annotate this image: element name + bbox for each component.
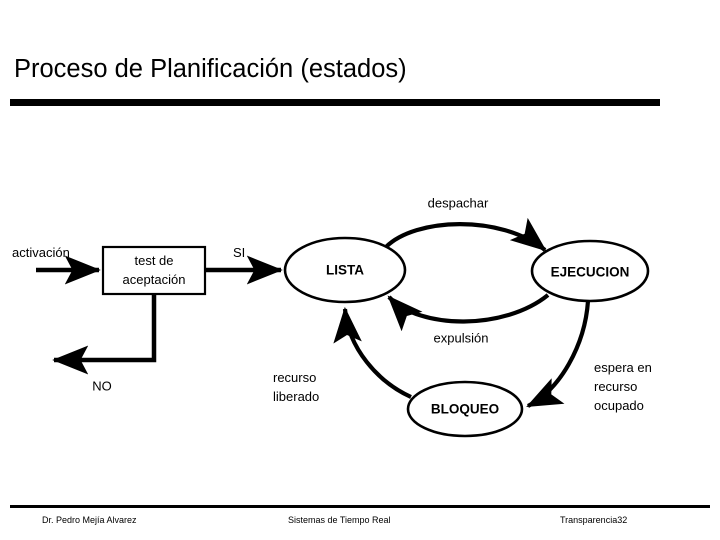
edge-recurso-liberado-label-line2: liberado: [273, 389, 320, 404]
title-divider: [10, 99, 660, 106]
process-box-label-line2: aceptación: [122, 272, 186, 287]
footer-course: Sistemas de Tiempo Real: [288, 515, 391, 525]
edge-recurso-liberado-label-line1: recurso: [273, 370, 317, 385]
process-box-label-line1: test de: [134, 253, 174, 268]
state-lista-label: LISTA: [326, 262, 364, 278]
edge-recurso-liberado-label: recurso liberado: [273, 368, 319, 406]
edge-no-label: NO: [92, 378, 112, 394]
edge-espera-recurso-ocupado-line: [526, 300, 591, 408]
state-ejecucion-label: EJECUCION: [550, 264, 630, 280]
state-bloqueo-label: BLOQUEO: [430, 401, 500, 417]
footer-divider: [10, 505, 710, 508]
edge-despachar-line: [384, 217, 547, 252]
edge-espera-recurso-ocupado-label: espera en recurso ocupado: [594, 358, 652, 415]
state-ejecucion-shape: [530, 239, 650, 303]
edge-espera-label-line2: recurso: [594, 379, 638, 394]
page-title: Proceso de Planificación (estados): [14, 55, 407, 83]
edge-espera-label-line3: ocupado: [594, 398, 644, 413]
state-bloqueo-shape: [406, 380, 524, 438]
footer-page-number: Transparencia32: [560, 515, 628, 525]
process-box-label: test de aceptación: [123, 251, 186, 289]
edge-recurso-liberado-line: [333, 306, 412, 399]
edge-expulsion-line: [387, 293, 550, 332]
state-lista-shape: [283, 236, 407, 304]
footer-author: Dr. Pedro Mejía Alvarez: [42, 515, 137, 525]
edge-despachar-label: despachar: [427, 195, 489, 211]
edge-espera-label-line1: espera en: [594, 360, 652, 375]
edge-si-label: SI: [233, 245, 246, 260]
edge-no-line: [52, 294, 157, 375]
edge-activacion-label: activación: [12, 245, 70, 260]
edge-expulsion-label: expulsión: [433, 330, 489, 346]
